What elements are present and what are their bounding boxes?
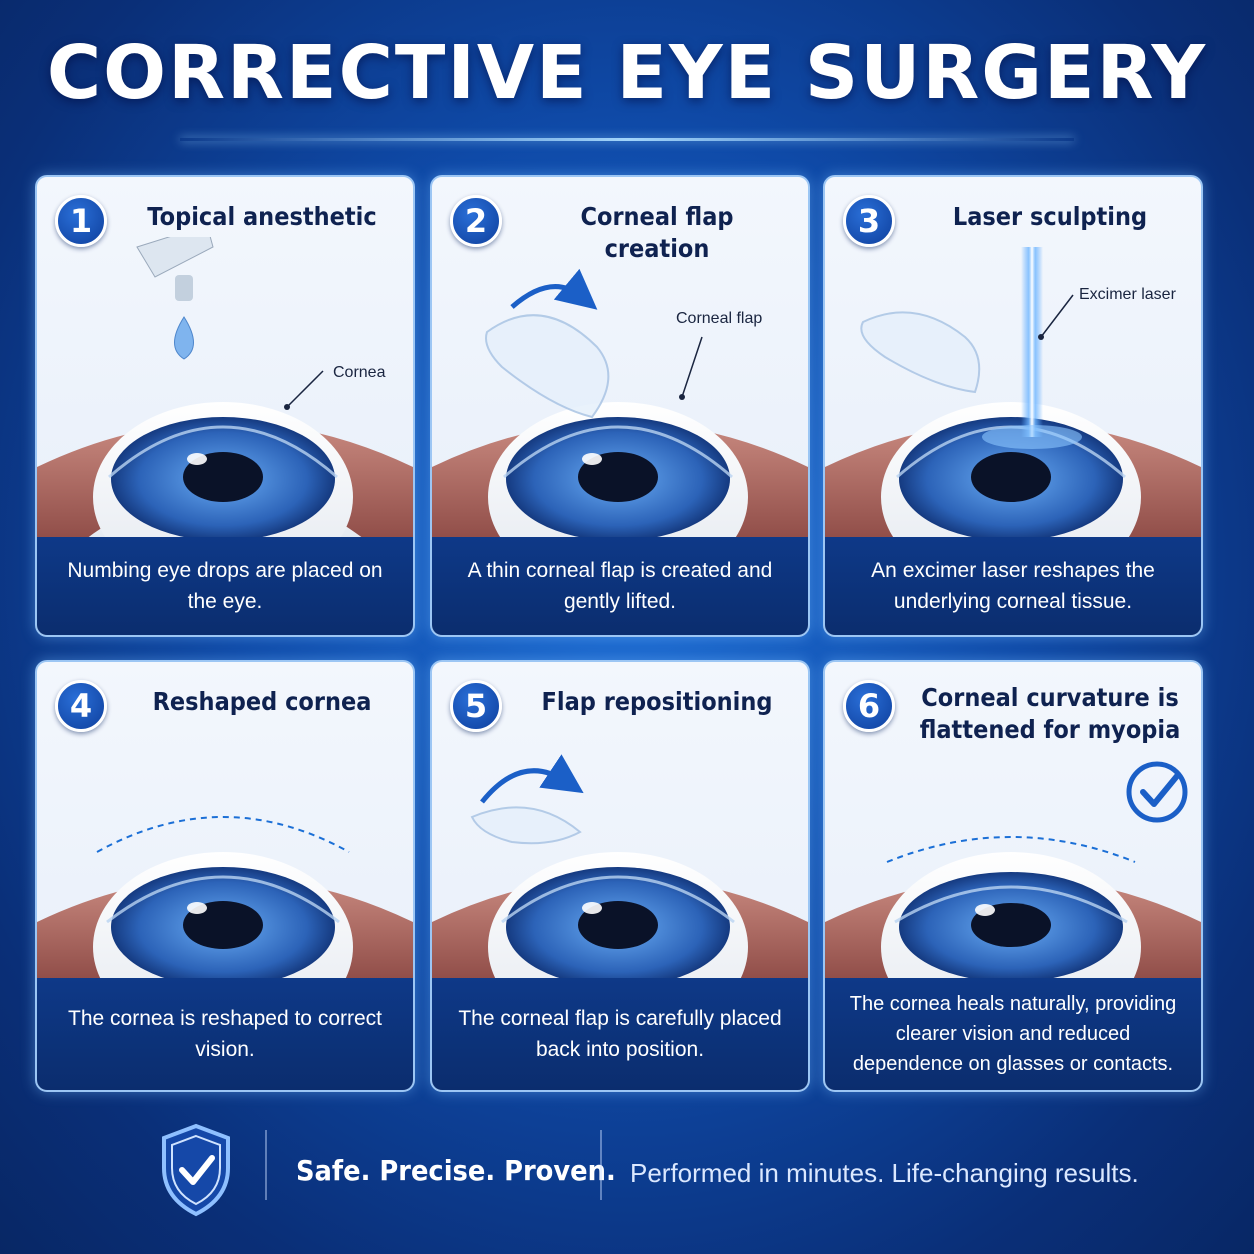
shield-check-icon xyxy=(158,1122,234,1223)
callout-label: Cornea xyxy=(333,364,386,381)
step-card-5: 5 Flap repositioning The corneal flap is… xyxy=(430,660,810,1092)
dashed-curvature-line xyxy=(96,816,350,853)
step-caption: The corneal flap is carefully placed bac… xyxy=(432,978,808,1090)
step-caption: Numbing eye drops are placed on the eye. xyxy=(37,537,413,635)
step-title: Laser sculpting xyxy=(952,202,1148,231)
lift-arrow-icon xyxy=(510,268,598,310)
step-number-badge: 3 xyxy=(843,195,895,247)
reposition-arrow-icon xyxy=(480,754,584,804)
dashed-curvature-line xyxy=(886,836,1136,863)
step-title: Reshaped cornea xyxy=(152,687,372,716)
step-caption: A thin corneal flap is created and gentl… xyxy=(432,537,808,635)
step-number-badge: 5 xyxy=(450,680,502,732)
eye-illustration: Excimer laser xyxy=(825,237,1201,542)
step-number-badge: 1 xyxy=(55,195,107,247)
footer: Safe. Precise. Proven. Performed in minu… xyxy=(0,1120,1254,1230)
step-card-3: 3 Laser sculpting Excimer laser An excim… xyxy=(823,175,1203,637)
eye-illustration: Corneal flap xyxy=(432,237,808,542)
step-card-1: 1 Topical anesthetic Cornea Numbing eye … xyxy=(35,175,415,637)
title-underline xyxy=(180,138,1074,141)
step-number-badge: 6 xyxy=(843,680,895,732)
corneal-flap-shape xyxy=(470,806,582,845)
step-title: Flap repositioning xyxy=(541,687,773,716)
step-title: Corneal flap creation xyxy=(580,202,734,263)
eye-illustration xyxy=(825,752,1201,982)
eye-drop-bottle-icon xyxy=(136,237,214,360)
step-card-4: 4 Reshaped cornea The cornea is reshaped… xyxy=(35,660,415,1092)
step-card-6: 6 Corneal curvature is flattened for myo… xyxy=(823,660,1203,1092)
step-caption: An excimer laser reshapes the underlying… xyxy=(825,537,1201,635)
step-number-badge: 4 xyxy=(55,680,107,732)
laser-beam xyxy=(1021,247,1043,437)
footer-tagline: Safe. Precise. Proven. xyxy=(296,1154,616,1187)
step-title: Corneal curvature is flattened for myopi… xyxy=(919,683,1181,744)
footer-subtext: Performed in minutes. Life-changing resu… xyxy=(630,1158,1139,1188)
callout-label: Excimer laser xyxy=(1079,286,1177,303)
step-caption: The cornea is reshaped to correct vision… xyxy=(37,978,413,1090)
footer-divider xyxy=(600,1130,602,1200)
footer-divider xyxy=(265,1130,267,1200)
corneal-flap-shape xyxy=(485,314,610,419)
step-card-2: 2 Corneal flap creation Corneal flap A t… xyxy=(430,175,810,637)
eye-illustration: Cornea xyxy=(37,237,413,542)
step-caption: The cornea heals naturally, providing cl… xyxy=(825,978,1201,1090)
step-number-badge: 2 xyxy=(450,195,502,247)
checkmark-circle-icon xyxy=(1126,761,1188,823)
corneal-flap-shape xyxy=(860,311,981,394)
step-title: Topical anesthetic xyxy=(147,202,377,231)
eye-illustration xyxy=(37,742,413,982)
page-title: CORRECTIVE EYE SURGERY xyxy=(46,30,1208,116)
callout-label: Corneal flap xyxy=(676,310,762,327)
eye-illustration xyxy=(432,742,808,982)
